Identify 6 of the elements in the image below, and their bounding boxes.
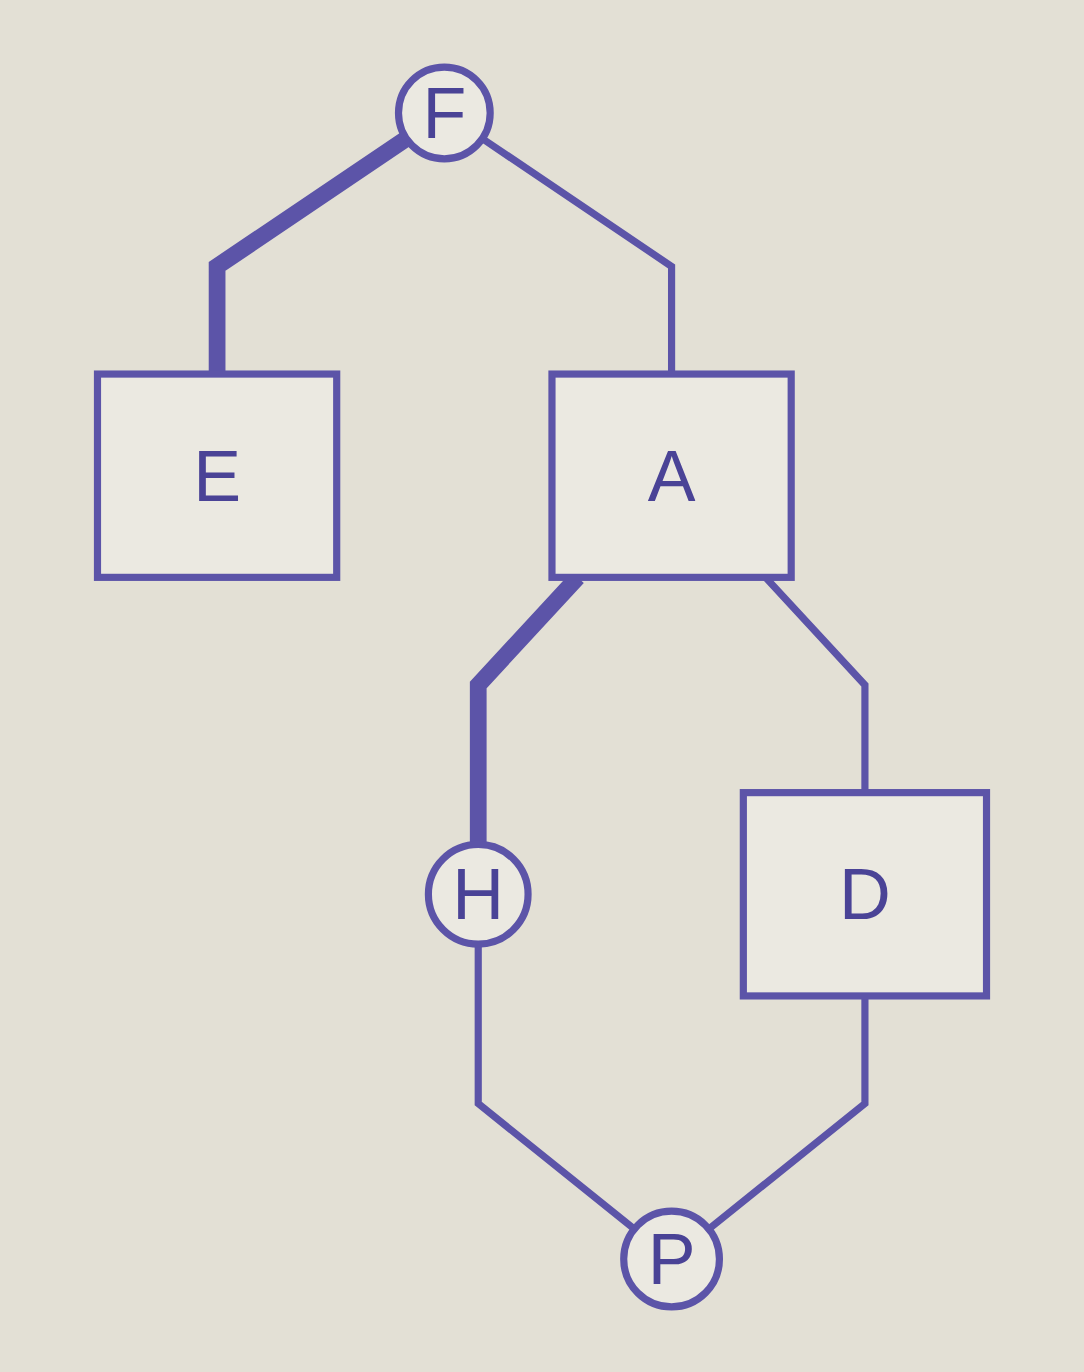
node-circle: P (620, 1207, 723, 1311)
node-box: D (739, 789, 991, 1000)
node-box: A (548, 370, 795, 581)
node-box: E (93, 370, 341, 581)
node-circle: H (424, 840, 532, 948)
node-circle: F (394, 63, 494, 163)
